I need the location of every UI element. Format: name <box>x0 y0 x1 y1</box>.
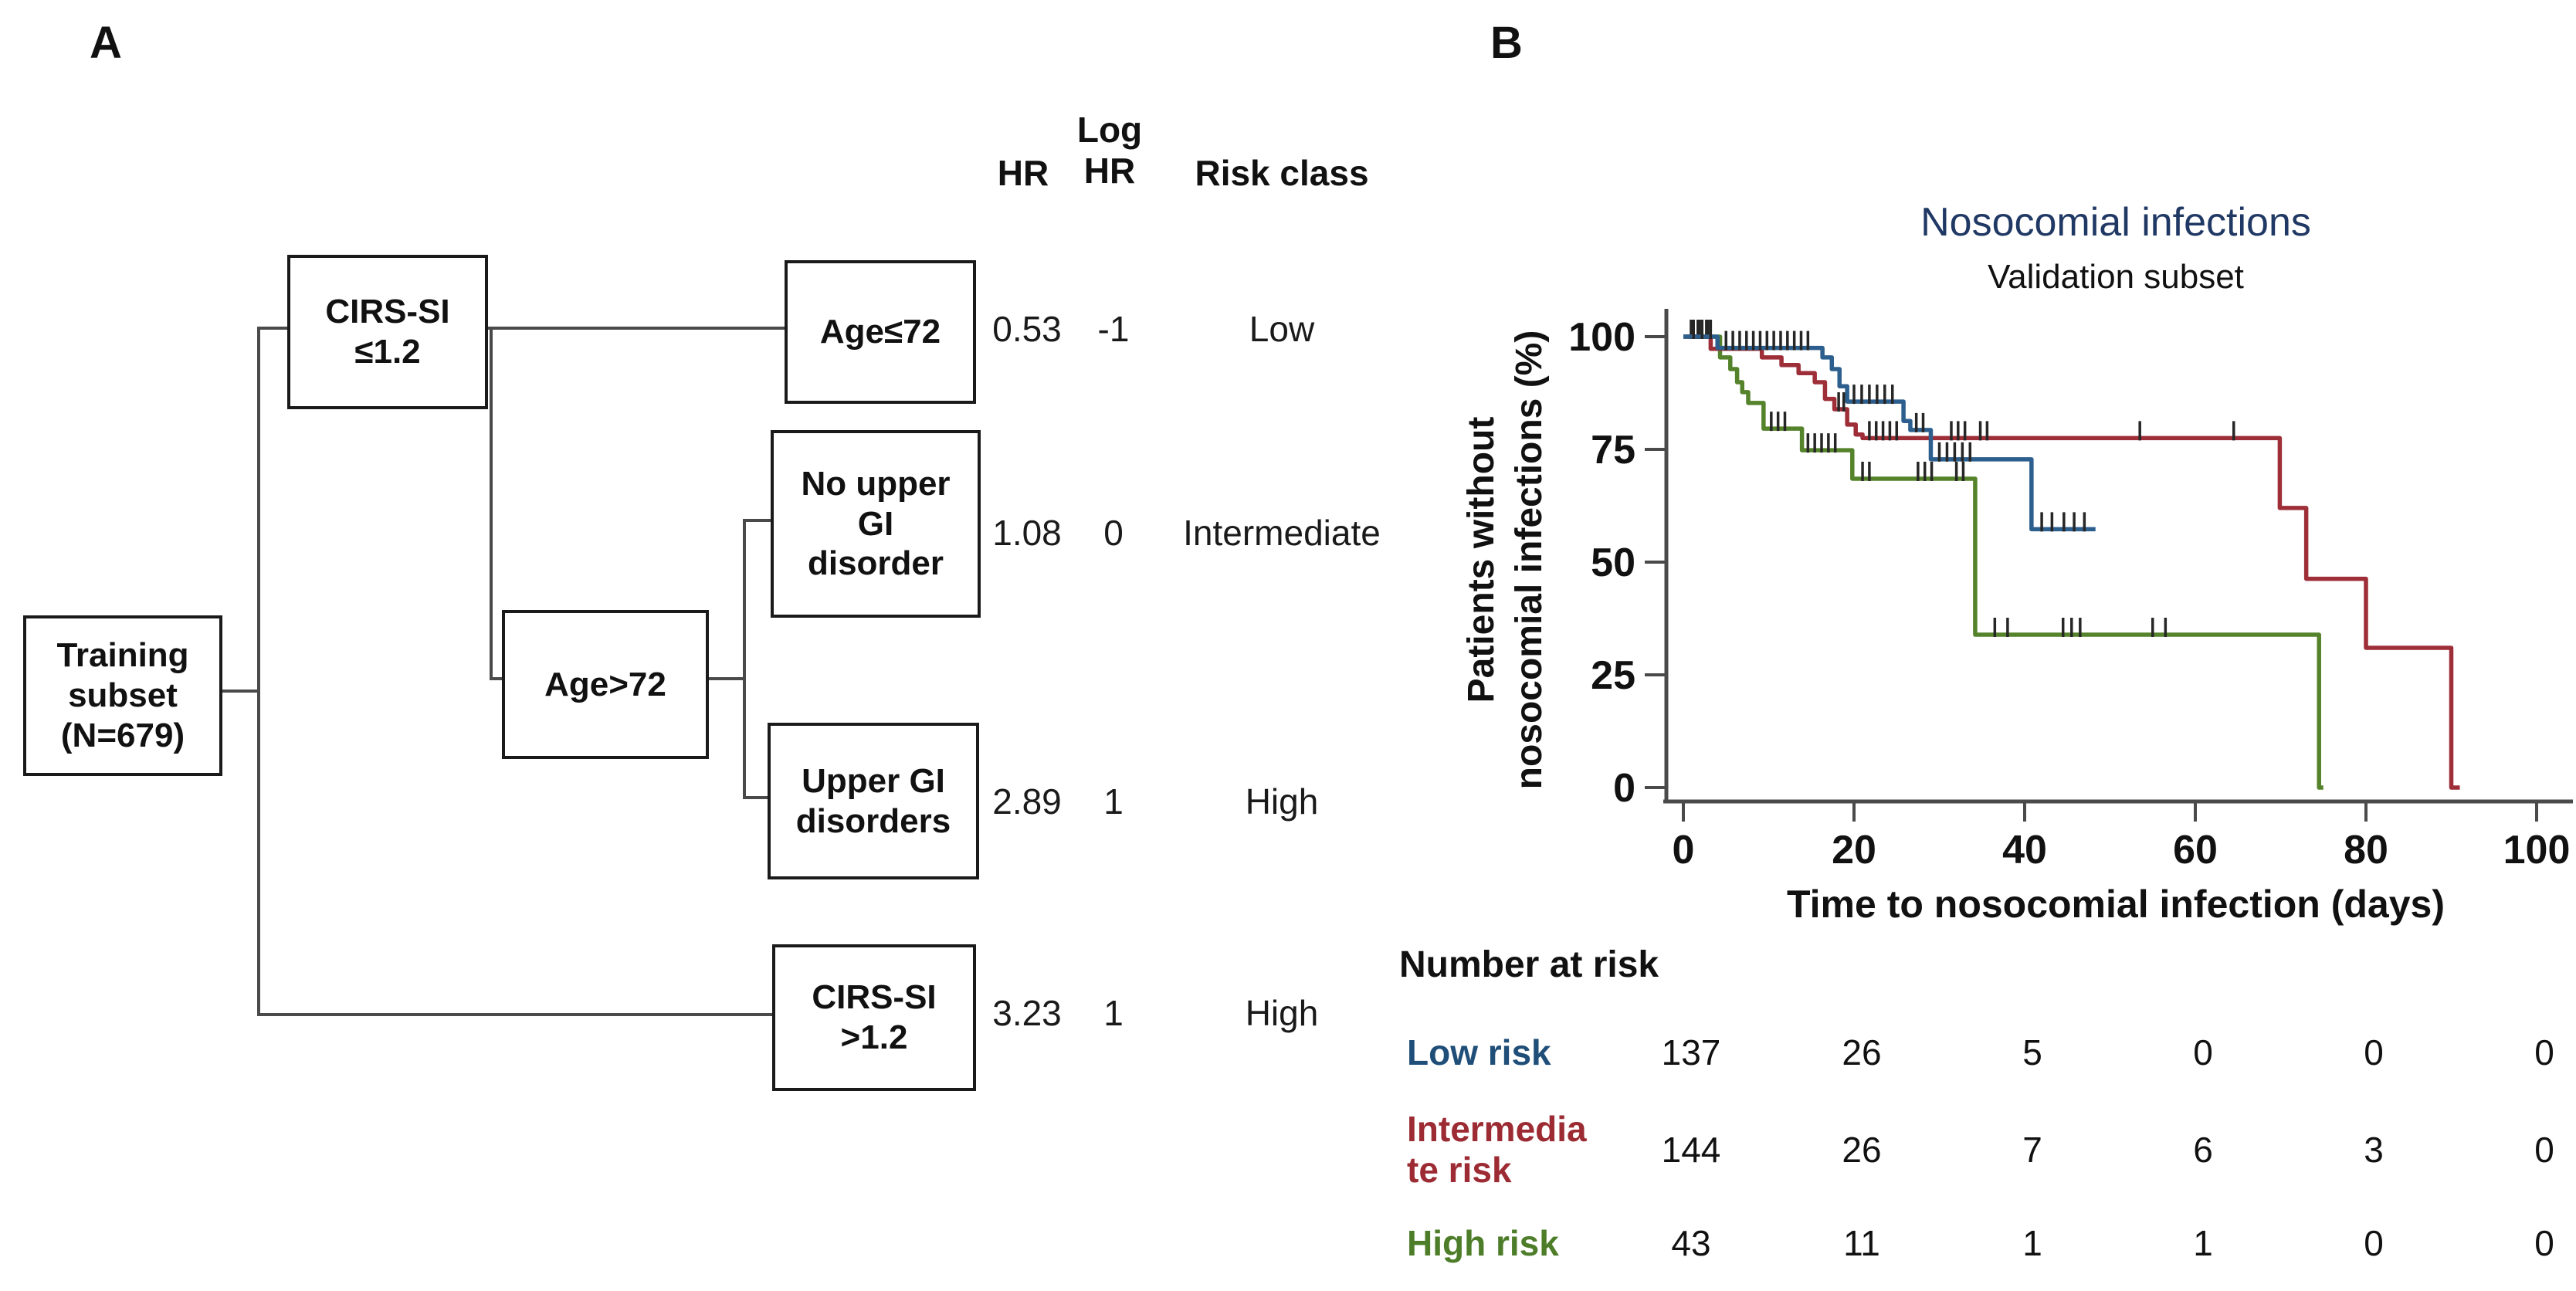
row-1-risk-class-value: Intermediate <box>1183 512 1381 553</box>
risk-count-cell: 7 <box>2022 1130 2042 1170</box>
risk-count-cell: 11 <box>1843 1223 1880 1263</box>
panel-b-label: B <box>1490 18 1523 68</box>
risk-row-label-low-risk: Low risk <box>1407 1032 1551 1072</box>
risk-table-title: Number at risk <box>1399 944 1659 985</box>
x-tick-label: 60 <box>2173 828 2218 873</box>
y-tick-label: 75 <box>1591 428 1635 473</box>
column-header-risk-class: Risk class <box>1195 153 1369 193</box>
connector-line <box>743 796 771 799</box>
x-tick-label: 80 <box>2344 828 2388 873</box>
x-axis-label: Time to nosocomial infection (days) <box>1787 883 2445 926</box>
risk-count-cell: 0 <box>2193 1032 2213 1072</box>
tree-node-no-upper-gi-disorder: No upper GI disorder <box>771 430 981 618</box>
risk-count-cell: 0 <box>2534 1032 2554 1072</box>
row-2-risk-class-value: High <box>1245 781 1319 822</box>
risk-count-cell: 144 <box>1661 1130 1721 1170</box>
row-1-log-hr-value: 0 <box>1103 512 1124 553</box>
y-tick-label: 25 <box>1591 653 1635 698</box>
row-1-hr-value: 1.08 <box>992 512 1062 553</box>
connector-line <box>257 1013 775 1016</box>
risk-row-label-intermediate-risk: Intermedia te risk <box>1407 1109 1587 1190</box>
risk-count-cell: 0 <box>2364 1032 2384 1072</box>
y-tick-label: 100 <box>1568 315 1635 360</box>
y-tick-label: 0 <box>1613 766 1635 811</box>
row-2-hr-value: 2.89 <box>992 781 1062 822</box>
km-curve-low-risk <box>1683 334 2096 532</box>
row-2-log-hr-value: 1 <box>1103 781 1124 822</box>
tree-node-training-subset: Training subset (N=679) <box>23 615 222 776</box>
row-3-log-hr-value: 1 <box>1103 992 1124 1033</box>
km-curve-high-risk <box>1683 334 2323 790</box>
connector-line <box>703 677 746 680</box>
tree-node-upper-gi-disorders: Upper GI disorders <box>768 723 979 879</box>
connector-line <box>257 327 290 330</box>
risk-count-cell: 1 <box>2022 1223 2042 1263</box>
risk-count-cell: 3 <box>2364 1130 2384 1170</box>
column-header-hr: HR <box>997 153 1049 193</box>
x-tick-label: 40 <box>2002 828 2047 873</box>
x-tick-label: 0 <box>1673 828 1695 873</box>
risk-count-cell: 26 <box>1842 1130 1882 1170</box>
row-0-log-hr-value: -1 <box>1097 308 1130 349</box>
risk-count-cell: 43 <box>1671 1223 1711 1263</box>
risk-row-label-high-risk: High risk <box>1407 1222 1559 1263</box>
risk-count-cell: 5 <box>2022 1032 2042 1072</box>
connector-line <box>257 327 260 1016</box>
row-3-hr-value: 3.23 <box>992 992 1062 1033</box>
risk-count-cell: 0 <box>2534 1223 2554 1263</box>
km-curve-intermediate-risk <box>1683 334 2460 790</box>
connector-line <box>490 677 505 680</box>
row-3-risk-class-value: High <box>1245 992 1319 1033</box>
risk-count-cell: 6 <box>2193 1130 2213 1170</box>
tree-node-age-le-72: Age≤72 <box>785 260 976 404</box>
tree-node-cirs-si-high: CIRS-SI >1.2 <box>772 944 976 1091</box>
connector-line <box>743 519 774 522</box>
x-tick-label: 100 <box>2503 828 2571 873</box>
risk-count-cell: 0 <box>2534 1130 2554 1170</box>
row-0-risk-class-value: Low <box>1249 308 1315 349</box>
y-tick-label: 50 <box>1591 540 1635 585</box>
risk-count-cell: 137 <box>1661 1032 1721 1072</box>
connector-line <box>216 690 260 693</box>
panel-a-label: A <box>90 18 122 68</box>
tree-node-age-gt-72: Age>72 <box>502 610 709 759</box>
risk-count-cell: 26 <box>1842 1032 1882 1072</box>
tree-node-cirs-si-low: CIRS-SI ≤1.2 <box>287 255 488 409</box>
risk-count-cell: 0 <box>2364 1223 2384 1263</box>
chart-subtitle: Validation subset <box>1988 258 2244 296</box>
connector-line <box>490 327 493 680</box>
column-header-log-hr: Log HR <box>1076 110 1143 191</box>
risk-count-cell: 1 <box>2193 1223 2213 1263</box>
x-tick-label: 20 <box>1832 828 1876 873</box>
connector-line <box>482 327 788 330</box>
chart-title: Nosocomial infections <box>1920 200 2311 245</box>
connector-line <box>743 519 746 799</box>
row-0-hr-value: 0.53 <box>992 308 1062 349</box>
